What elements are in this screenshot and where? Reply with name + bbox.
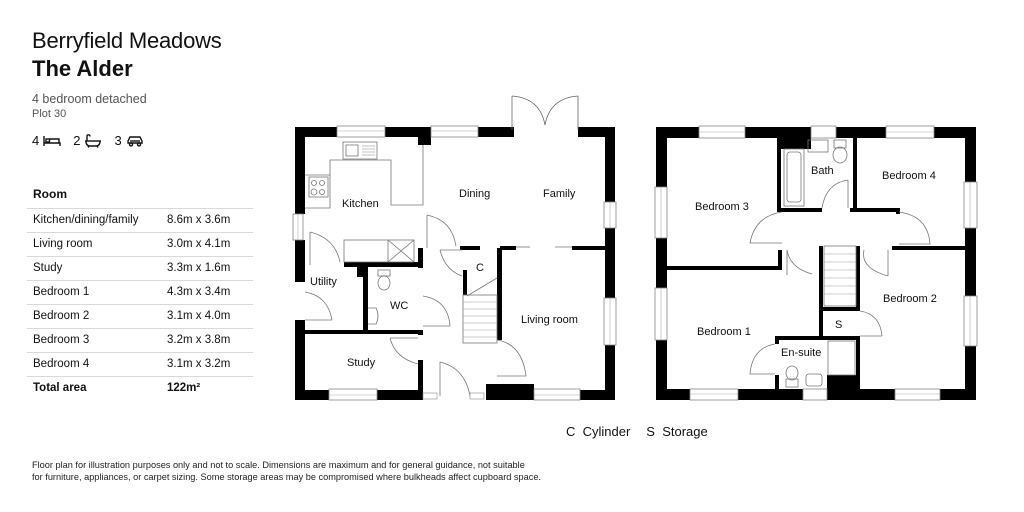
room-label-storage: S <box>835 319 842 331</box>
room-dimensions: 3.2m x 3.8m <box>161 328 253 353</box>
house-name: The Alder <box>32 56 133 81</box>
car-icon <box>126 135 144 147</box>
features-row: 4 2 3 <box>32 133 144 148</box>
room-label-bedroom-1: Bedroom 1 <box>697 326 751 338</box>
room-name: Living room <box>27 232 161 257</box>
bed-icon <box>43 135 61 147</box>
disclaimer: Floor plan for illustration purposes onl… <box>32 460 592 483</box>
disclaimer-line-2: for furniture, appliances, or carpet siz… <box>32 471 541 482</box>
disclaimer-line-1: Floor plan for illustration purposes onl… <box>32 460 525 470</box>
room-dimensions: 3.1m x 3.2m <box>161 352 253 377</box>
room-label-wc: WC <box>390 300 408 312</box>
legend-storage: S Storage <box>646 424 708 439</box>
parking-count: 3 <box>114 133 122 148</box>
room-label-family: Family <box>543 188 576 200</box>
house-type: 4 bedroom detached <box>32 92 147 106</box>
room-label-bedroom-4: Bedroom 4 <box>882 170 936 182</box>
room-dimensions: 3.3m x 1.6m <box>161 256 253 281</box>
plan-legend: C Cylinder S Storage <box>566 424 708 439</box>
room-name: Bedroom 1 <box>27 280 161 305</box>
room-label-ensuite: En-suite <box>781 347 821 359</box>
room-dimensions: 4.3m x 3.4m <box>161 280 253 305</box>
room-label-bath: Bath <box>811 165 834 177</box>
room-label-living-room: Living room <box>521 314 578 326</box>
legend-cylinder: C Cylinder <box>566 424 631 439</box>
room-dimensions: 3.0m x 4.1m <box>161 232 253 257</box>
room-label-study: Study <box>347 357 376 369</box>
room-name: Bedroom 3 <box>27 328 161 353</box>
room-label-dining: Dining <box>459 188 490 200</box>
room-label-cylinder: C <box>476 262 484 274</box>
bedroom-count: 4 <box>32 133 40 148</box>
room-dimensions: 3.1m x 4.0m <box>161 304 253 329</box>
room-label-utility: Utility <box>310 276 337 288</box>
bath-icon <box>84 133 102 148</box>
room-label-bedroom-3: Bedroom 3 <box>695 201 749 213</box>
plot-number: Plot 30 <box>32 108 67 120</box>
room-name: Study <box>27 256 161 281</box>
bathroom-count: 2 <box>73 133 81 148</box>
room-name: Bedroom 4 <box>27 352 161 377</box>
room-label-kitchen: Kitchen <box>342 198 379 210</box>
room-name: Kitchen/dining/family <box>27 208 161 233</box>
total-area-label: Total area <box>27 376 161 400</box>
table-header-room: Room <box>33 187 67 201</box>
room-dimensions: 8.6m x 3.6m <box>161 208 253 233</box>
room-label-bedroom-2: Bedroom 2 <box>883 293 937 305</box>
development-name: Berryfield Meadows <box>32 28 222 53</box>
total-area-value: 122m² <box>161 376 253 400</box>
ground-floor-plan: Kitchen Dining Family Utility WC C Livin… <box>292 95 617 401</box>
first-floor-plan: Bedroom 3 Bath Bedroom 4 Bedroom 1 Bedro… <box>654 125 978 401</box>
room-name: Bedroom 2 <box>27 304 161 329</box>
